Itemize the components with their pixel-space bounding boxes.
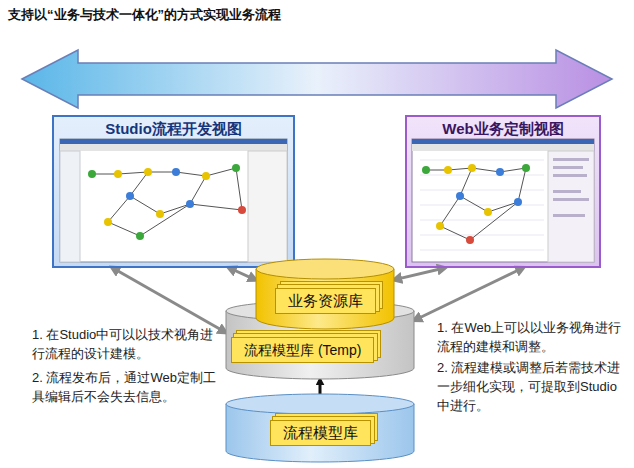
repository-label: 流程模型库 (Temp)	[231, 337, 374, 363]
panel-ground	[405, 115, 601, 268]
cylinder-top	[226, 394, 414, 414]
note-text: 2. 流程建模或调整后若需技术进一步细化实现，可提取到Studio中进行。	[437, 358, 627, 415]
note-wrap: 1. 在Web上可以以业务视角进行流程的建模和调整。	[437, 318, 627, 356]
note-wrap: 2. 流程发布后，通过Web定制工具编辑后不会失去信息。	[32, 368, 224, 406]
note-text: 1. 在Studio中可以以技术视角进行流程的设计建模。	[32, 325, 224, 363]
cylinder-top	[226, 301, 414, 321]
connector	[229, 268, 255, 280]
panel-heading: Web业务定制视图	[442, 119, 563, 139]
panel-heading: Studio流程开发视图	[105, 119, 242, 139]
panel-ground	[52, 115, 295, 268]
diagram-title: 支持以“业务与技术一体化”的方式实现业务流程	[8, 6, 281, 24]
repository-cylinder: 流程模型库	[225, 393, 415, 463]
repository-cylinder: 业务资源库	[255, 258, 395, 330]
note-wrap: 2. 流程建模或调整后若需技术进一步细化实现，可提取到Studio中进行。	[437, 358, 627, 415]
connector	[113, 268, 225, 332]
note-text: 2. 流程发布后，通过Web定制工具编辑后不会失去信息。	[32, 368, 224, 406]
view-panel: Web业务定制视图	[405, 115, 601, 268]
studio-screenshot	[60, 139, 287, 262]
note-wrap: 1. 在Studio中可以以技术视角进行流程的设计建模。	[32, 325, 224, 363]
cylinder-body	[226, 311, 414, 379]
web-screenshot	[412, 139, 594, 262]
connector	[395, 268, 444, 280]
note-text: 1. 在Web上可以以业务视角进行流程的建模和调整。	[437, 318, 627, 356]
view-panel: Studio流程开发视图	[52, 115, 295, 268]
double-arrow	[22, 50, 612, 108]
repository-label: 流程模型库	[270, 420, 371, 446]
connector	[415, 268, 523, 320]
title-wrap: 支持以“业务与技术一体化”的方式实现业务流程	[8, 6, 281, 24]
cylinder-top	[256, 259, 394, 279]
repository-label: 业务资源库	[275, 288, 376, 314]
